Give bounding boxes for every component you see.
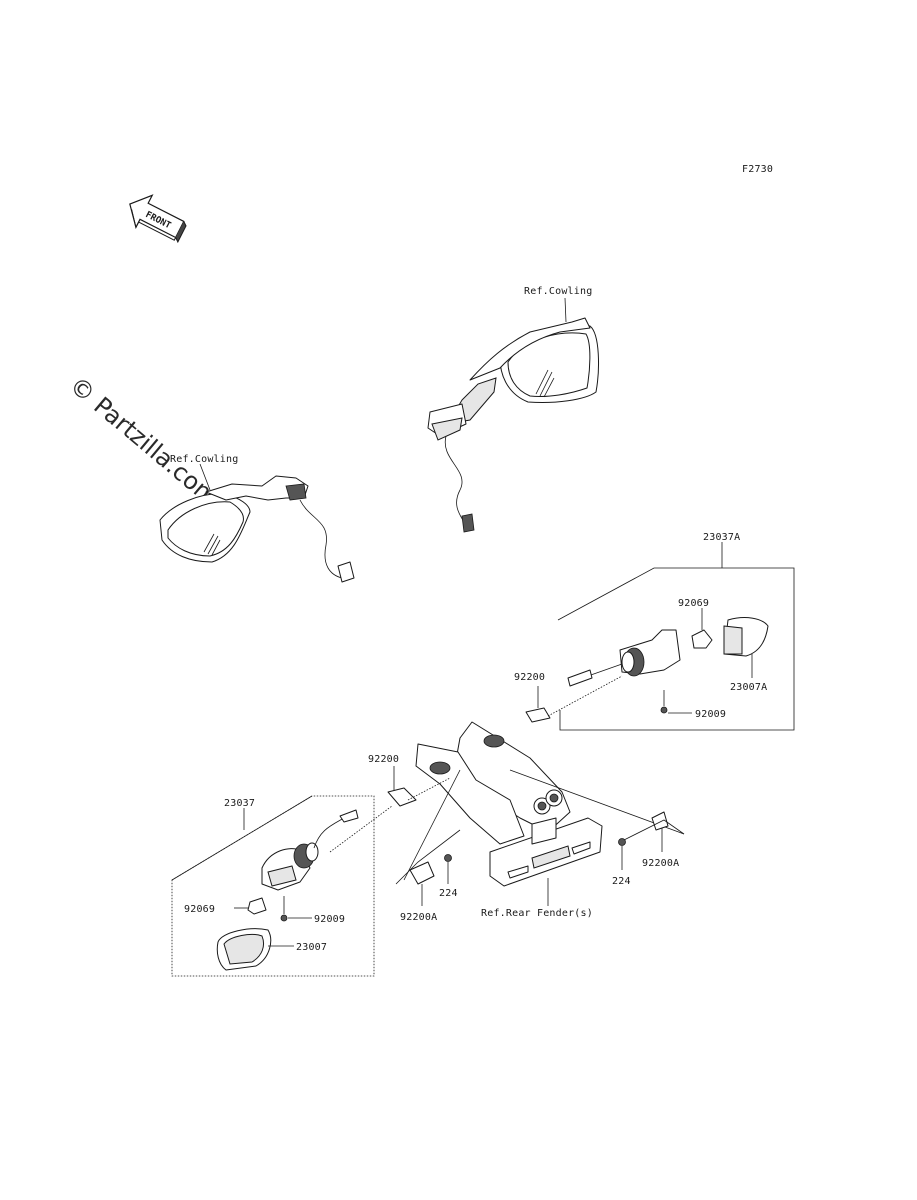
part-224-left-label: 224 <box>439 888 458 899</box>
part-92069-left-label: 92069 <box>184 904 215 915</box>
part-92009-left-label: 92009 <box>314 914 345 925</box>
part-23037-label: 23037 <box>224 798 255 809</box>
right-mirror <box>427 317 599 533</box>
watermark: © Partzilla.com <box>64 371 224 511</box>
plate-92200-right <box>525 675 623 723</box>
ref-cowling-left-label: Ref.Cowling <box>170 454 238 465</box>
part-92200-right-label: 92200 <box>514 672 545 683</box>
leader-ref-cowling-right <box>564 297 567 323</box>
leader-ref-cowling-left <box>199 463 211 491</box>
part-92200A-right-label: 92200A <box>642 858 679 869</box>
figure-code: F2730 <box>742 164 773 175</box>
part-224-right-label: 224 <box>612 876 631 887</box>
group-box-23037 <box>171 795 393 977</box>
clip-92200A-right <box>618 811 685 870</box>
part-92009-right-label: 92009 <box>695 709 726 720</box>
right-turn-signal <box>567 617 769 714</box>
front-arrow-icon: FRONT <box>129 194 187 244</box>
clip-92200A-left <box>395 829 461 885</box>
group-box-23037A <box>557 542 795 731</box>
left-mirror <box>159 475 355 583</box>
rear-fender-bracket <box>403 721 685 887</box>
ref-cowling-right-label: Ref.Cowling <box>524 286 592 297</box>
ref-rear-fender-label: Ref.Rear Fender(s) <box>481 908 593 919</box>
part-92200A-left-label: 92200A <box>400 912 437 923</box>
left-turn-signal <box>216 809 359 971</box>
part-23007-label: 23007 <box>296 942 327 953</box>
part-23037A-label: 23037A <box>703 532 740 543</box>
plate-92200-left <box>387 766 451 807</box>
part-23007A-label: 23007A <box>730 682 767 693</box>
part-92069-right-label: 92069 <box>678 598 709 609</box>
part-92200-left-label: 92200 <box>368 754 399 765</box>
